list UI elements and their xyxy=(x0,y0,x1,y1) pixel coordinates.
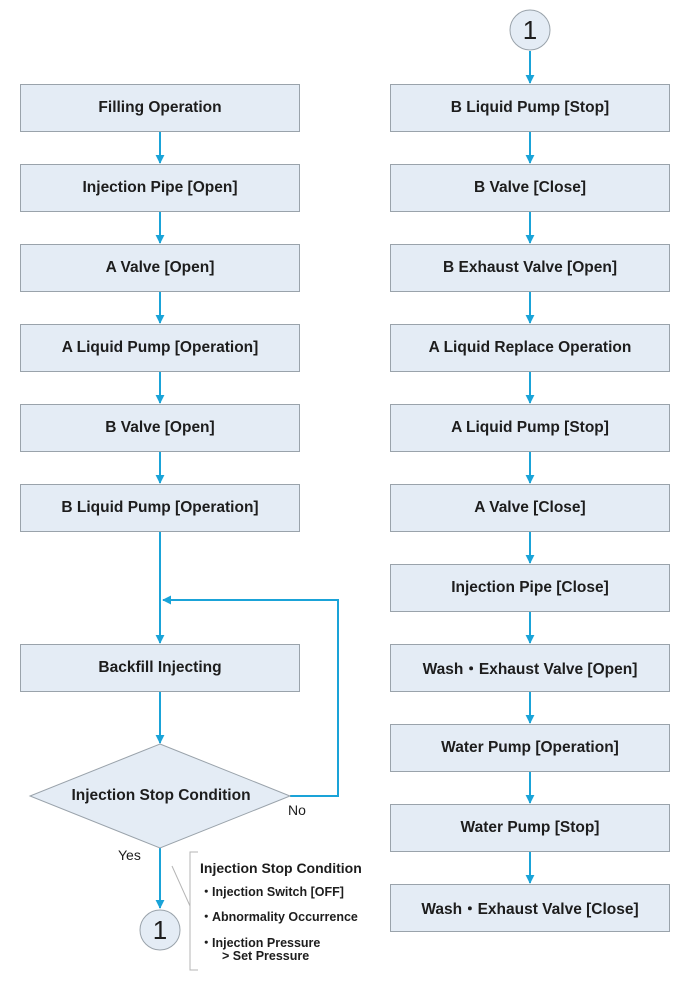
note-pointer xyxy=(171,865,191,907)
note-item-abnormality: ・Abnormality Occurrence xyxy=(200,910,358,924)
note-item-abnormality-text: Abnormality Occurrence xyxy=(212,910,358,924)
note-bracket xyxy=(189,851,198,971)
connector-label-top: 1 xyxy=(522,14,538,45)
step-b-valve-open: B Valve [Open] xyxy=(20,404,300,452)
arrow-no-loop xyxy=(162,595,339,797)
step-b-liquid-pump-operation: B Liquid Pump [Operation] xyxy=(20,484,300,532)
step-wash-exhaust-valve-close: Wash・Exhaust Valve [Close] xyxy=(390,884,670,932)
note-item-switch-text: Injection Switch [OFF] xyxy=(212,885,344,899)
note-item-pressure-text: Injection Pressure xyxy=(212,936,321,950)
step-b-exhaust-valve-open: B Exhaust Valve [Open] xyxy=(390,244,670,292)
note-item-set-pressure: > Set Pressure xyxy=(222,949,310,963)
step-injection-pipe-close: Injection Pipe [Close] xyxy=(390,564,670,612)
connector-label-bottom: 1 xyxy=(152,914,168,945)
step-a-liquid-pump-operation: A Liquid Pump [Operation] xyxy=(20,324,300,372)
step-a-valve-open: A Valve [Open] xyxy=(20,244,300,292)
step-injection-pipe-open: Injection Pipe [Open] xyxy=(20,164,300,212)
connector-circle-top xyxy=(509,9,551,51)
note-title: Injection Stop Condition xyxy=(200,860,362,876)
yes-label: Yes xyxy=(118,847,141,863)
step-wash-exhaust-valve-open: Wash・Exhaust Valve [Open] xyxy=(390,644,670,692)
step-backfill-injecting: Backfill Injecting xyxy=(20,644,300,692)
step-a-valve-close: A Valve [Close] xyxy=(390,484,670,532)
no-label: No xyxy=(288,802,306,818)
step-a-liquid-replace-operation: A Liquid Replace Operation xyxy=(390,324,670,372)
step-water-pump-operation: Water Pump [Operation] xyxy=(390,724,670,772)
step-filling-operation: Filling Operation xyxy=(20,84,300,132)
decision-label: Injection Stop Condition xyxy=(71,787,251,804)
step-b-valve-close: B Valve [Close] xyxy=(390,164,670,212)
step-a-liquid-pump-stop: A Liquid Pump [Stop] xyxy=(390,404,670,452)
connector-circle-bottom xyxy=(139,909,181,951)
note-item-switch: ・Injection Switch [OFF] xyxy=(200,885,344,899)
step-b-liquid-pump-stop: B Liquid Pump [Stop] xyxy=(390,84,670,132)
note-item-pressure: ・Injection Pressure xyxy=(200,936,321,950)
step-water-pump-stop: Water Pump [Stop] xyxy=(390,804,670,852)
decision-diamond xyxy=(28,743,292,849)
